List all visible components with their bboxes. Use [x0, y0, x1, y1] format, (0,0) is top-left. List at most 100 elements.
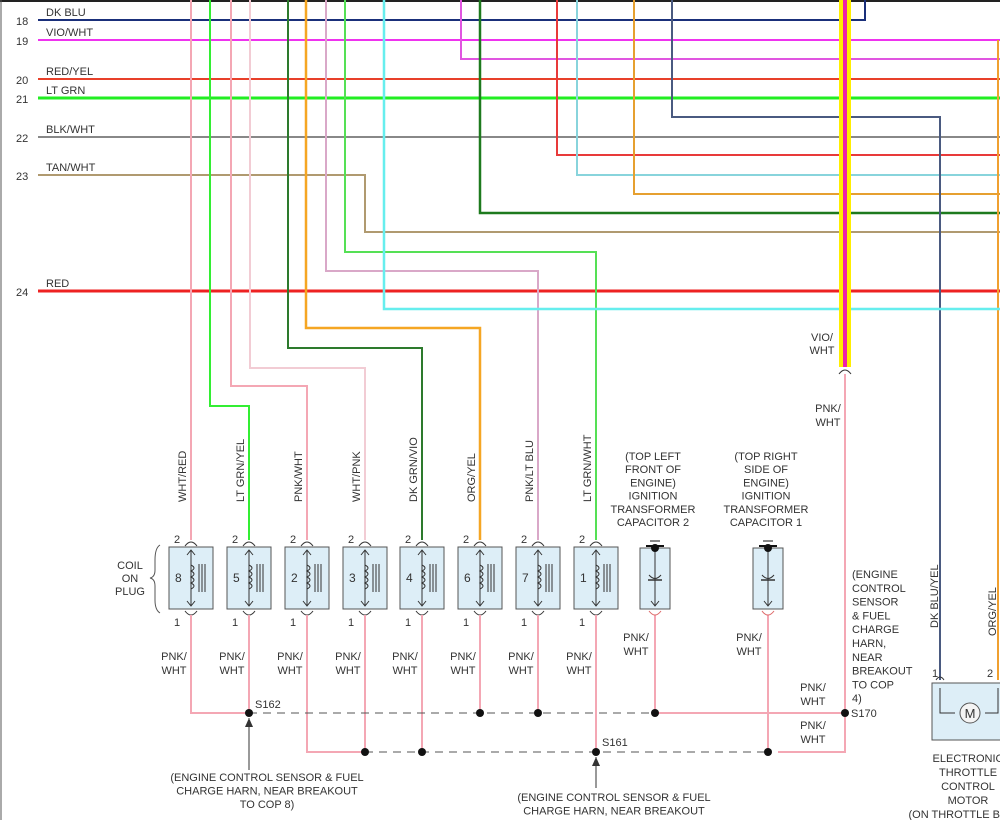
- arrow-down: [417, 600, 427, 607]
- coil-winding-icon: [594, 564, 600, 590]
- wire-bottom-label-line: PNK/: [450, 651, 477, 663]
- connector-arc: [184, 541, 198, 547]
- connector-arc: [761, 610, 775, 616]
- splice-note-s170-line: BREAKOUT: [852, 666, 913, 678]
- coil-group-label-line: PLUG: [115, 586, 145, 598]
- wire-bottom-label-line: WHT: [219, 665, 244, 677]
- coil-1: 1: [573, 541, 619, 616]
- capacitor-label-line: ENGINE): [743, 477, 789, 489]
- wire-bottom-label-line: WHT: [508, 665, 533, 677]
- arrow-up: [533, 549, 543, 556]
- wire-top-label: LT GRN/WHT: [582, 434, 594, 502]
- wire-coil-4: [287, 0, 423, 540]
- connector-arc: [473, 610, 487, 616]
- pin-bottom: 1: [463, 617, 469, 629]
- s170-wire-label-line: PNK/: [800, 682, 827, 694]
- arrow-up: [186, 549, 196, 556]
- wire-to-s162: [190, 615, 249, 714]
- motor-symbol: M: [965, 706, 976, 721]
- capacitor-wire-label: PNK/WHT: [623, 632, 650, 658]
- wire-label: LT GRN: [46, 85, 85, 97]
- ground-icon: [764, 544, 772, 552]
- connector-arc: [531, 541, 545, 547]
- coil-cyl-number: 3: [349, 571, 356, 585]
- capacitor-wire-label-line: PNK/: [736, 632, 763, 644]
- coil-group-brace: [149, 544, 161, 614]
- wire-dkgrn-2: [478, 0, 1000, 215]
- pin-number: 23: [16, 171, 28, 183]
- coil-winding-icon: [536, 564, 542, 590]
- connector-arc: [415, 610, 429, 616]
- splice-dot: [764, 748, 772, 756]
- capacitor-label-line: CAPACITOR 1: [730, 517, 802, 529]
- coil-cyl-number: 7: [522, 571, 529, 585]
- pin-top: 2: [232, 534, 238, 546]
- pin-top: 2: [579, 534, 585, 546]
- riser-label-top-line: WHT: [809, 345, 834, 357]
- wire-bottom-label: PNK/WHT: [335, 651, 362, 677]
- vio-wht-riser: [843, 0, 847, 367]
- wire-bottom-label-line: PNK/: [392, 651, 419, 663]
- coil-winding-icon: [363, 564, 369, 590]
- coil-5: 5: [226, 541, 272, 616]
- wire-vio-wht-2: [460, 0, 1000, 60]
- capacitor-label-line: IGNITION: [629, 491, 678, 503]
- coil-winding-icon: [189, 564, 195, 590]
- wire-pnk-wht-riser: [778, 374, 846, 753]
- wire-row-23: [38, 174, 1000, 233]
- wire-row-18: [38, 0, 866, 21]
- wire-label: VIO/WHT: [46, 27, 93, 39]
- coil-6: 6: [457, 541, 503, 616]
- motor-icon: [959, 702, 981, 724]
- wire-top-label: ORG/YEL: [466, 453, 478, 502]
- capacitor-1: [752, 540, 784, 616]
- connector-arc: [358, 610, 372, 616]
- arrow-down: [244, 600, 254, 607]
- splice-note-s162-line: CHARGE HARN, NEAR BREAKOUT: [176, 786, 358, 798]
- wire-bottom-label-line: PNK/: [508, 651, 535, 663]
- capacitor-label-line: SIDE OF: [744, 464, 788, 476]
- motor-label-line: CONTROL: [941, 781, 995, 793]
- wire-coil-6: [304, 0, 482, 540]
- pin-bottom: 1: [521, 617, 527, 629]
- wire-label: RED/YEL: [46, 66, 93, 78]
- motor-wire-label-1: DK BLU/YEL: [929, 564, 941, 628]
- connector-arc: [531, 610, 545, 616]
- splice-note-s170-line: NEAR: [852, 652, 883, 664]
- capacitor-label-line: TRANSFORMER: [724, 504, 809, 516]
- connector-arc: [838, 369, 852, 375]
- coil-cyl-number: 8: [175, 571, 182, 585]
- pin-bottom: 1: [405, 617, 411, 629]
- coil-cyl-number: 5: [233, 571, 240, 585]
- arrow-down: [475, 600, 485, 607]
- pin-bottom: 1: [174, 617, 180, 629]
- wire-cyan: [382, 0, 1000, 311]
- wire-bottom-label-line: PNK/: [219, 651, 246, 663]
- riser-label-bottom-line: WHT: [815, 417, 840, 429]
- wire-coil-1: [344, 0, 597, 540]
- ground-icon: [651, 544, 659, 552]
- motor-label-line: ELECTRONIC: [933, 753, 1000, 765]
- splice-dot: [651, 709, 659, 717]
- capacitor-wire-label-line: WHT: [736, 646, 761, 658]
- wire-top-label: PNK/WHT: [293, 451, 305, 502]
- wire-top-label: DK GRN/VIO: [408, 437, 420, 502]
- capacitor-plate-arc: [761, 574, 775, 579]
- capacitor-label-line: FRONT OF: [625, 464, 681, 476]
- coil-cyl-number: 2: [291, 571, 298, 585]
- wire-bottom-label-line: WHT: [566, 665, 591, 677]
- splice-dot: [245, 709, 253, 717]
- pin-number: 22: [16, 133, 28, 145]
- connector-arc: [358, 541, 372, 547]
- capacitor-wire-label-line: PNK/: [623, 632, 650, 644]
- pin-number: 20: [16, 75, 28, 87]
- capacitor-label-line: (TOP RIGHT: [734, 451, 797, 463]
- wire-bottom-label-line: PNK/: [161, 651, 188, 663]
- s170-wire-label-line: WHT: [800, 734, 825, 746]
- capacitor-label-line: TRANSFORMER: [611, 504, 696, 516]
